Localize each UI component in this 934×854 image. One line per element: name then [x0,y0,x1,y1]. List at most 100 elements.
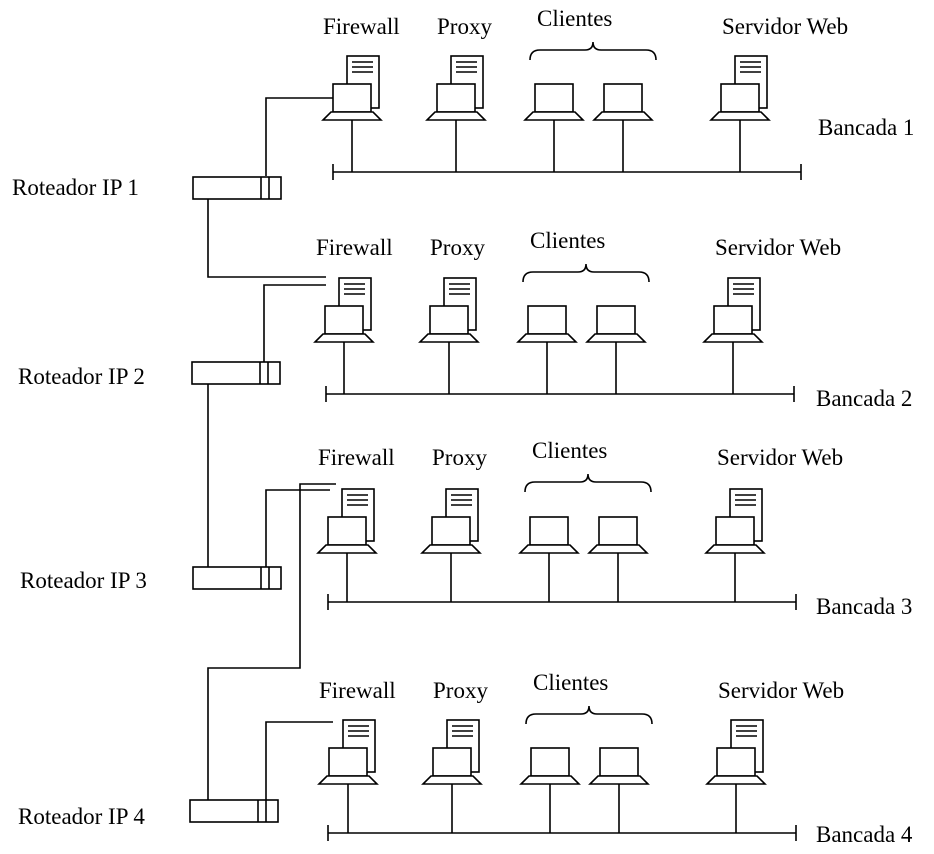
web-server-label-4: Servidor Web [718,678,844,703]
monitor-screen [429,305,469,335]
monitor-screen [529,516,569,546]
router-box [192,176,282,200]
proxy-label-3: Proxy [432,445,487,470]
proxy-label-4: Proxy [433,678,488,703]
keyboard-base [421,775,483,785]
keyboard-base [585,333,647,343]
keyboard-base [588,775,650,785]
clients-label-1: Clientes [537,6,612,31]
client-computer-a-4 [519,747,581,785]
firewall-label-2: Firewall [316,235,393,260]
keyboard-base [418,333,480,343]
monitor-screen [599,747,639,777]
keyboard-base [704,544,766,554]
proxy-computer-3 [420,488,482,554]
firewall-computer-3 [316,488,378,554]
monitor-screen [431,516,471,546]
web-server-label-3: Servidor Web [717,445,843,470]
bench-label-4: Bancada 4 [816,822,913,847]
router-label-3: Roteador IP 3 [20,568,147,593]
clients-label-3: Clientes [532,438,607,463]
router-label-2: Roteador IP 2 [18,364,145,389]
web-server-label-2: Servidor Web [715,235,841,260]
web-server-label-1: Servidor Web [722,14,848,39]
monitor-screen [596,305,636,335]
keyboard-base [709,111,771,121]
bench-label-1: Bancada 1 [818,115,914,140]
monitor-screen [530,747,570,777]
monitor-screen [327,516,367,546]
clients-label-2: Clientes [530,228,605,253]
clients-brace-3 [524,473,652,493]
client-computer-b-1 [592,83,654,121]
keyboard-base [592,111,654,121]
keyboard-base [316,544,378,554]
monitor-screen [598,516,638,546]
monitor-screen [603,83,643,113]
keyboard-base [317,775,379,785]
clients-label-4: Clientes [533,670,608,695]
monitor-screen [324,305,364,335]
firewall-label-3: Firewall [318,445,395,470]
monitor-screen [534,83,574,113]
monitor-screen [332,83,372,113]
proxy-computer-2 [418,277,480,343]
router-label-4: Roteador IP 4 [18,804,145,829]
keyboard-base [523,111,585,121]
web-server-computer-1 [709,55,771,121]
web-server-computer-4 [705,719,767,785]
firewall-computer-2 [313,277,375,343]
router-box [192,566,282,590]
bench-label-2: Bancada 2 [816,386,912,411]
router-2 [191,361,281,385]
keyboard-base [425,111,487,121]
router-links [207,97,336,800]
keyboard-base [313,333,375,343]
client-computer-a-3 [518,516,580,554]
firewall-computer-1 [321,55,383,121]
router-box [189,799,279,823]
router-3 [192,566,282,590]
clients-brace-1 [529,41,657,61]
proxy-computer-1 [425,55,487,121]
client-computer-b-3 [587,516,649,554]
keyboard-base [518,544,580,554]
proxy-computer-4 [421,719,483,785]
keyboard-base [420,544,482,554]
web-server-computer-3 [704,488,766,554]
keyboard-base [321,111,383,121]
keyboard-base [587,544,649,554]
keyboard-base [702,333,764,343]
client-computer-a-2 [516,305,578,343]
monitor-screen [713,305,753,335]
monitor-screen [328,747,368,777]
clients-brace-2 [522,263,650,283]
router-1 [192,176,282,200]
monitor-screen [527,305,567,335]
monitor-screen [715,516,755,546]
keyboard-base [705,775,767,785]
clients-brace-4 [525,705,653,725]
router-box [191,361,281,385]
client-computer-a-1 [523,83,585,121]
router-4 [189,799,279,823]
monitor-screen [716,747,756,777]
keyboard-base [519,775,581,785]
firewall-label-1: Firewall [323,14,400,39]
firewall-label-4: Firewall [319,678,396,703]
firewall-computer-4 [317,719,379,785]
monitor-screen [436,83,476,113]
monitor-screen [432,747,472,777]
keyboard-base [516,333,578,343]
router-label-1: Roteador IP 1 [12,175,139,200]
devices-layer [189,41,802,841]
client-computer-b-2 [585,305,647,343]
client-computer-b-4 [588,747,650,785]
proxy-label-1: Proxy [437,14,492,39]
bench-label-3: Bancada 3 [816,594,912,619]
monitor-screen [720,83,760,113]
proxy-label-2: Proxy [430,235,485,260]
web-server-computer-2 [702,277,764,343]
